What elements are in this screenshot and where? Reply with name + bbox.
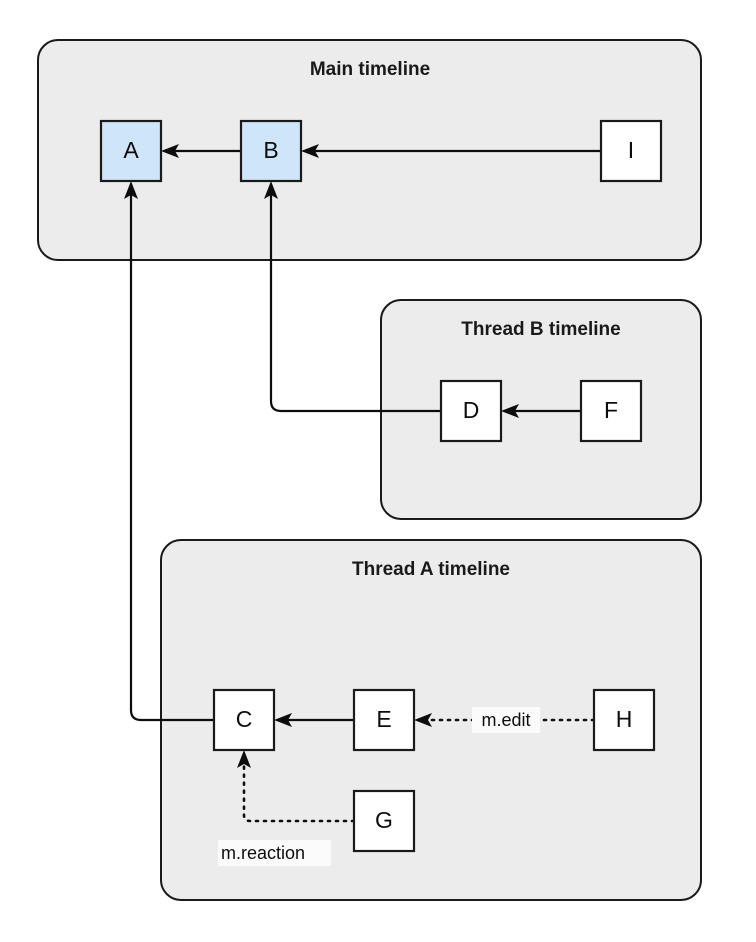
arrowhead-h-to-e <box>414 713 432 727</box>
edge-label-m-edit: m.edit <box>481 710 530 730</box>
node-g[interactable]: G <box>352 789 416 853</box>
arrowhead-e-to-c <box>274 713 292 727</box>
arrowhead-i-to-b <box>301 144 319 158</box>
node-i-label: I <box>628 137 634 163</box>
edge-label-bg-m-edit <box>472 707 540 733</box>
arrowhead-g-to-c <box>237 750 251 768</box>
node-d-label: D <box>463 397 480 423</box>
arrowhead-f-to-d <box>501 404 519 418</box>
group-title-thread-b-timeline: Thread B timeline <box>461 319 620 340</box>
node-a[interactable]: A <box>99 119 163 183</box>
node-b[interactable]: B <box>239 119 303 183</box>
node-f-label: F <box>604 397 618 423</box>
edge-label-m-reaction: m.reaction <box>221 843 305 863</box>
group-thread-b-timeline <box>380 299 702 520</box>
edge-c-to-a <box>124 181 214 722</box>
node-a-box[interactable] <box>99 119 163 183</box>
node-e-label: E <box>376 706 391 732</box>
node-i-box[interactable] <box>599 119 663 183</box>
edge-e-to-c <box>274 713 354 727</box>
node-g-box[interactable] <box>352 789 416 853</box>
node-h-label: H <box>616 706 633 732</box>
node-i[interactable]: I <box>599 119 663 183</box>
group-title-thread-a-timeline: Thread A timeline <box>352 559 510 580</box>
edge-h-to-e: m.edit <box>414 707 596 733</box>
node-c[interactable]: C <box>212 688 276 752</box>
node-b-box[interactable] <box>239 119 303 183</box>
arrowhead-b-to-a <box>161 144 179 158</box>
edge-d-to-b <box>264 181 441 413</box>
node-h-box[interactable] <box>592 688 656 752</box>
node-c-box[interactable] <box>212 688 276 752</box>
node-d-box[interactable] <box>439 379 503 443</box>
node-g-label: G <box>375 807 393 833</box>
node-b-label: B <box>263 137 278 163</box>
node-a-label: A <box>123 137 139 163</box>
node-c-label: C <box>236 706 253 732</box>
edge-f-to-d <box>501 404 581 418</box>
group-title-main-timeline: Main timeline <box>310 59 430 80</box>
arrowhead-c-to-a <box>124 181 138 199</box>
node-h[interactable]: H <box>592 688 656 752</box>
edge-label-bg-m-reaction <box>218 840 331 866</box>
node-f[interactable]: F <box>579 379 643 443</box>
node-e[interactable]: E <box>352 688 416 752</box>
edge-i-to-b <box>301 144 601 158</box>
node-d[interactable]: D <box>439 379 503 443</box>
arrowhead-d-to-b <box>264 181 278 199</box>
node-f-box[interactable] <box>579 379 643 443</box>
edge-g-to-c: m.reaction <box>218 750 356 866</box>
node-e-box[interactable] <box>352 688 416 752</box>
edge-b-to-a <box>161 144 241 158</box>
